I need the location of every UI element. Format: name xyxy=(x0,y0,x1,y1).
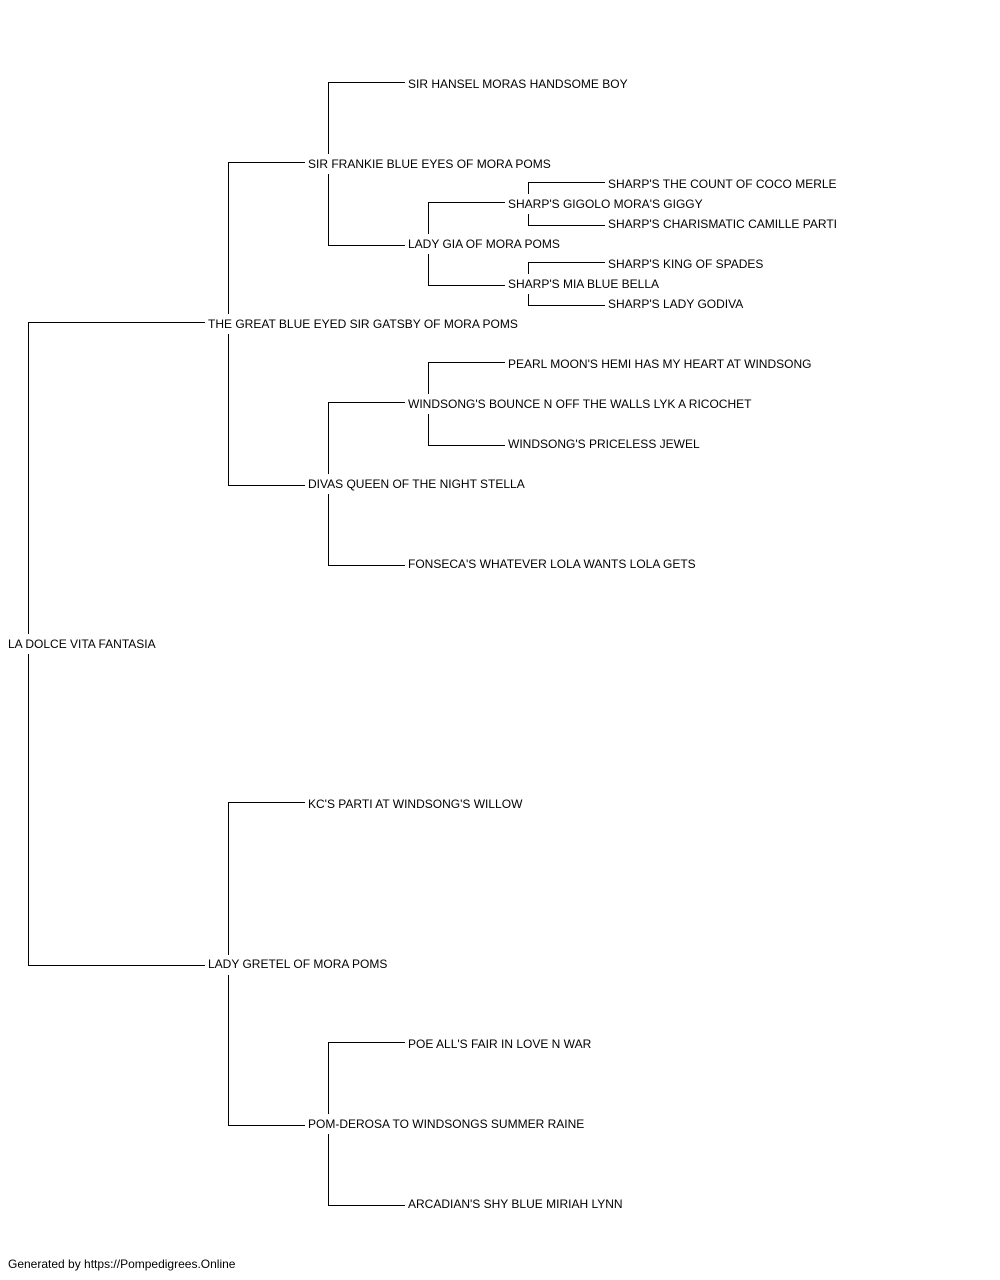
connector-gia-dam xyxy=(428,254,505,286)
sire-dam-sire-name: WINDSONG'S BOUNCE N OFF THE WALLS LYK A … xyxy=(408,397,753,411)
connector-windsong-sire xyxy=(428,362,505,394)
connector-gigolo-dam xyxy=(528,214,605,226)
sire-dam-name: DIVAS QUEEN OF THE NIGHT STELLA xyxy=(308,477,526,491)
connector-mia-dam xyxy=(528,294,605,306)
connector-pomderosa-dam xyxy=(328,1134,405,1206)
connector-dam-dam xyxy=(228,975,305,1126)
sire-sire-dam-sire-dam-name: SHARP'S CHARISMATIC CAMILLE PARTI xyxy=(608,217,839,231)
connector-divas-dam xyxy=(328,494,405,566)
connector-gigolo-sire xyxy=(528,182,605,194)
dam-sire-name: KC'S PARTI AT WINDSONG'S WILLOW xyxy=(308,797,524,811)
generated-by-footer: Generated by https://Pompedigrees.Online xyxy=(8,1257,236,1271)
connector-windsong-dam xyxy=(428,414,505,446)
sire-sire-dam-sire-name: SHARP'S GIGOLO MORA'S GIGGY xyxy=(508,197,704,211)
connector-sire-dam xyxy=(228,334,305,486)
sire-sire-sire-name: SIR HANSEL MORAS HANDSOME BOY xyxy=(408,77,629,91)
connector-gia-sire xyxy=(428,202,505,234)
sire-sire-name: SIR FRANKIE BLUE EYES OF MORA POMS xyxy=(308,157,552,171)
sire-dam-dam-name: FONSECA'S WHATEVER LOLA WANTS LOLA GETS xyxy=(408,557,697,571)
sire-dam-sire-dam-name: WINDSONG'S PRICELESS JEWEL xyxy=(508,437,701,451)
dam-name: LADY GRETEL OF MORA POMS xyxy=(208,957,389,971)
sire-sire-dam-dam-dam-name: SHARP'S LADY GODIVA xyxy=(608,297,745,311)
connector-divas-sire xyxy=(328,402,405,474)
subject-name: LA DOLCE VITA FANTASIA xyxy=(8,637,157,651)
connector-sire-sire xyxy=(228,162,305,314)
sire-sire-dam-dam-sire-name: SHARP'S KING OF SPADES xyxy=(608,257,765,271)
sire-name: THE GREAT BLUE EYED SIR GATSBY OF MORA P… xyxy=(208,317,519,331)
sire-dam-sire-sire-name: PEARL MOON'S HEMI HAS MY HEART AT WINDSO… xyxy=(508,357,813,371)
connector-dam-sire xyxy=(228,802,305,955)
dam-dam-sire-name: POE ALL'S FAIR IN LOVE N WAR xyxy=(408,1037,593,1051)
connector-sire-sire-dam xyxy=(328,174,405,246)
connector-pomderosa-sire xyxy=(328,1042,405,1114)
sire-sire-dam-name: LADY GIA OF MORA POMS xyxy=(408,237,561,251)
connector-sire-sire-sire xyxy=(328,82,405,154)
sire-sire-dam-dam-name: SHARP'S MIA BLUE BELLA xyxy=(508,277,661,291)
connector-mia-sire xyxy=(528,262,605,274)
connector-subject-dam xyxy=(28,654,205,966)
dam-dam-name: POM-DEROSA TO WINDSONGS SUMMER RAINE xyxy=(308,1117,586,1131)
connector-subject-sire xyxy=(28,322,205,634)
dam-dam-dam-name: ARCADIAN'S SHY BLUE MIRIAH LYNN xyxy=(408,1197,624,1211)
sire-sire-dam-sire-sire-name: SHARP'S THE COUNT OF COCO MERLE xyxy=(608,177,838,191)
